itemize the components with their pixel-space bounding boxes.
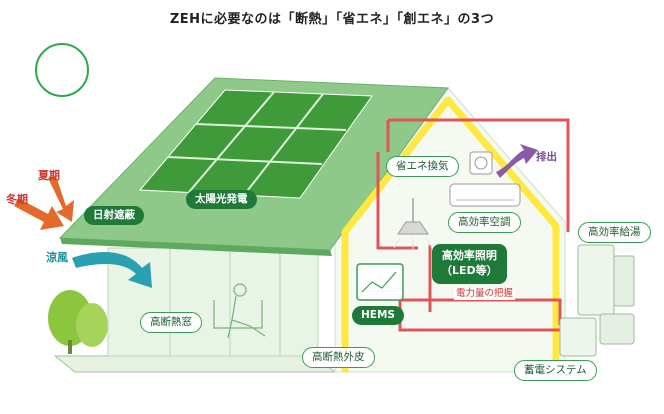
- label-aircon: 高効率空調: [448, 212, 521, 233]
- exhaust-arrow: [496, 144, 538, 178]
- page-title: ZEHに必要なのは「断熱」「省エネ」「創エネ」の3つ: [169, 12, 495, 27]
- label-window: 高断熱窓: [140, 312, 202, 333]
- insulation-outline: [341, 96, 560, 372]
- fan-icon: [469, 151, 493, 175]
- label-power-monitor: 電力量の把握: [454, 288, 516, 300]
- solar-panel-icon: [138, 89, 373, 199]
- battery-icon: [559, 313, 635, 357]
- breeze-arrow: [72, 252, 152, 288]
- label-winter: 冬期: [6, 193, 28, 206]
- label-water-heater: 高効率給湯: [578, 222, 651, 243]
- summer-arrow: [48, 176, 74, 222]
- air-conditioner-icon: [449, 183, 521, 207]
- label-hems: HEMS: [352, 306, 404, 325]
- label-ventilation: 省エネ換気: [386, 156, 459, 177]
- label-lighting-line2: （LED等）: [441, 263, 498, 277]
- label-solar: 太陽光発電: [186, 190, 257, 209]
- label-summer: 夏期: [38, 169, 60, 182]
- floor-slab: [53, 355, 337, 373]
- label-outer-skin: 高断熱外皮: [302, 347, 375, 368]
- label-sun-shading: 日射遮蔽: [84, 206, 144, 225]
- power-lines: [376, 118, 570, 332]
- hems-monitor-icon: [356, 263, 404, 301]
- label-exhaust: 排出: [536, 151, 557, 163]
- glass-wall: [107, 247, 319, 357]
- label-lighting-line1: 高効率照明: [441, 249, 497, 262]
- label-storage: 蓄電システム: [514, 360, 597, 381]
- tree-icon: [48, 290, 108, 354]
- water-heater-icon: [577, 244, 635, 316]
- sun-icon: [35, 43, 89, 97]
- winter-arrow: [14, 198, 64, 230]
- person-relaxing-icon: [213, 283, 266, 339]
- label-cool-breeze: 涼風: [46, 251, 68, 264]
- label-lighting: 高効率照明 （LED等）: [432, 244, 507, 284]
- ceiling-lamp-icon: [393, 198, 433, 250]
